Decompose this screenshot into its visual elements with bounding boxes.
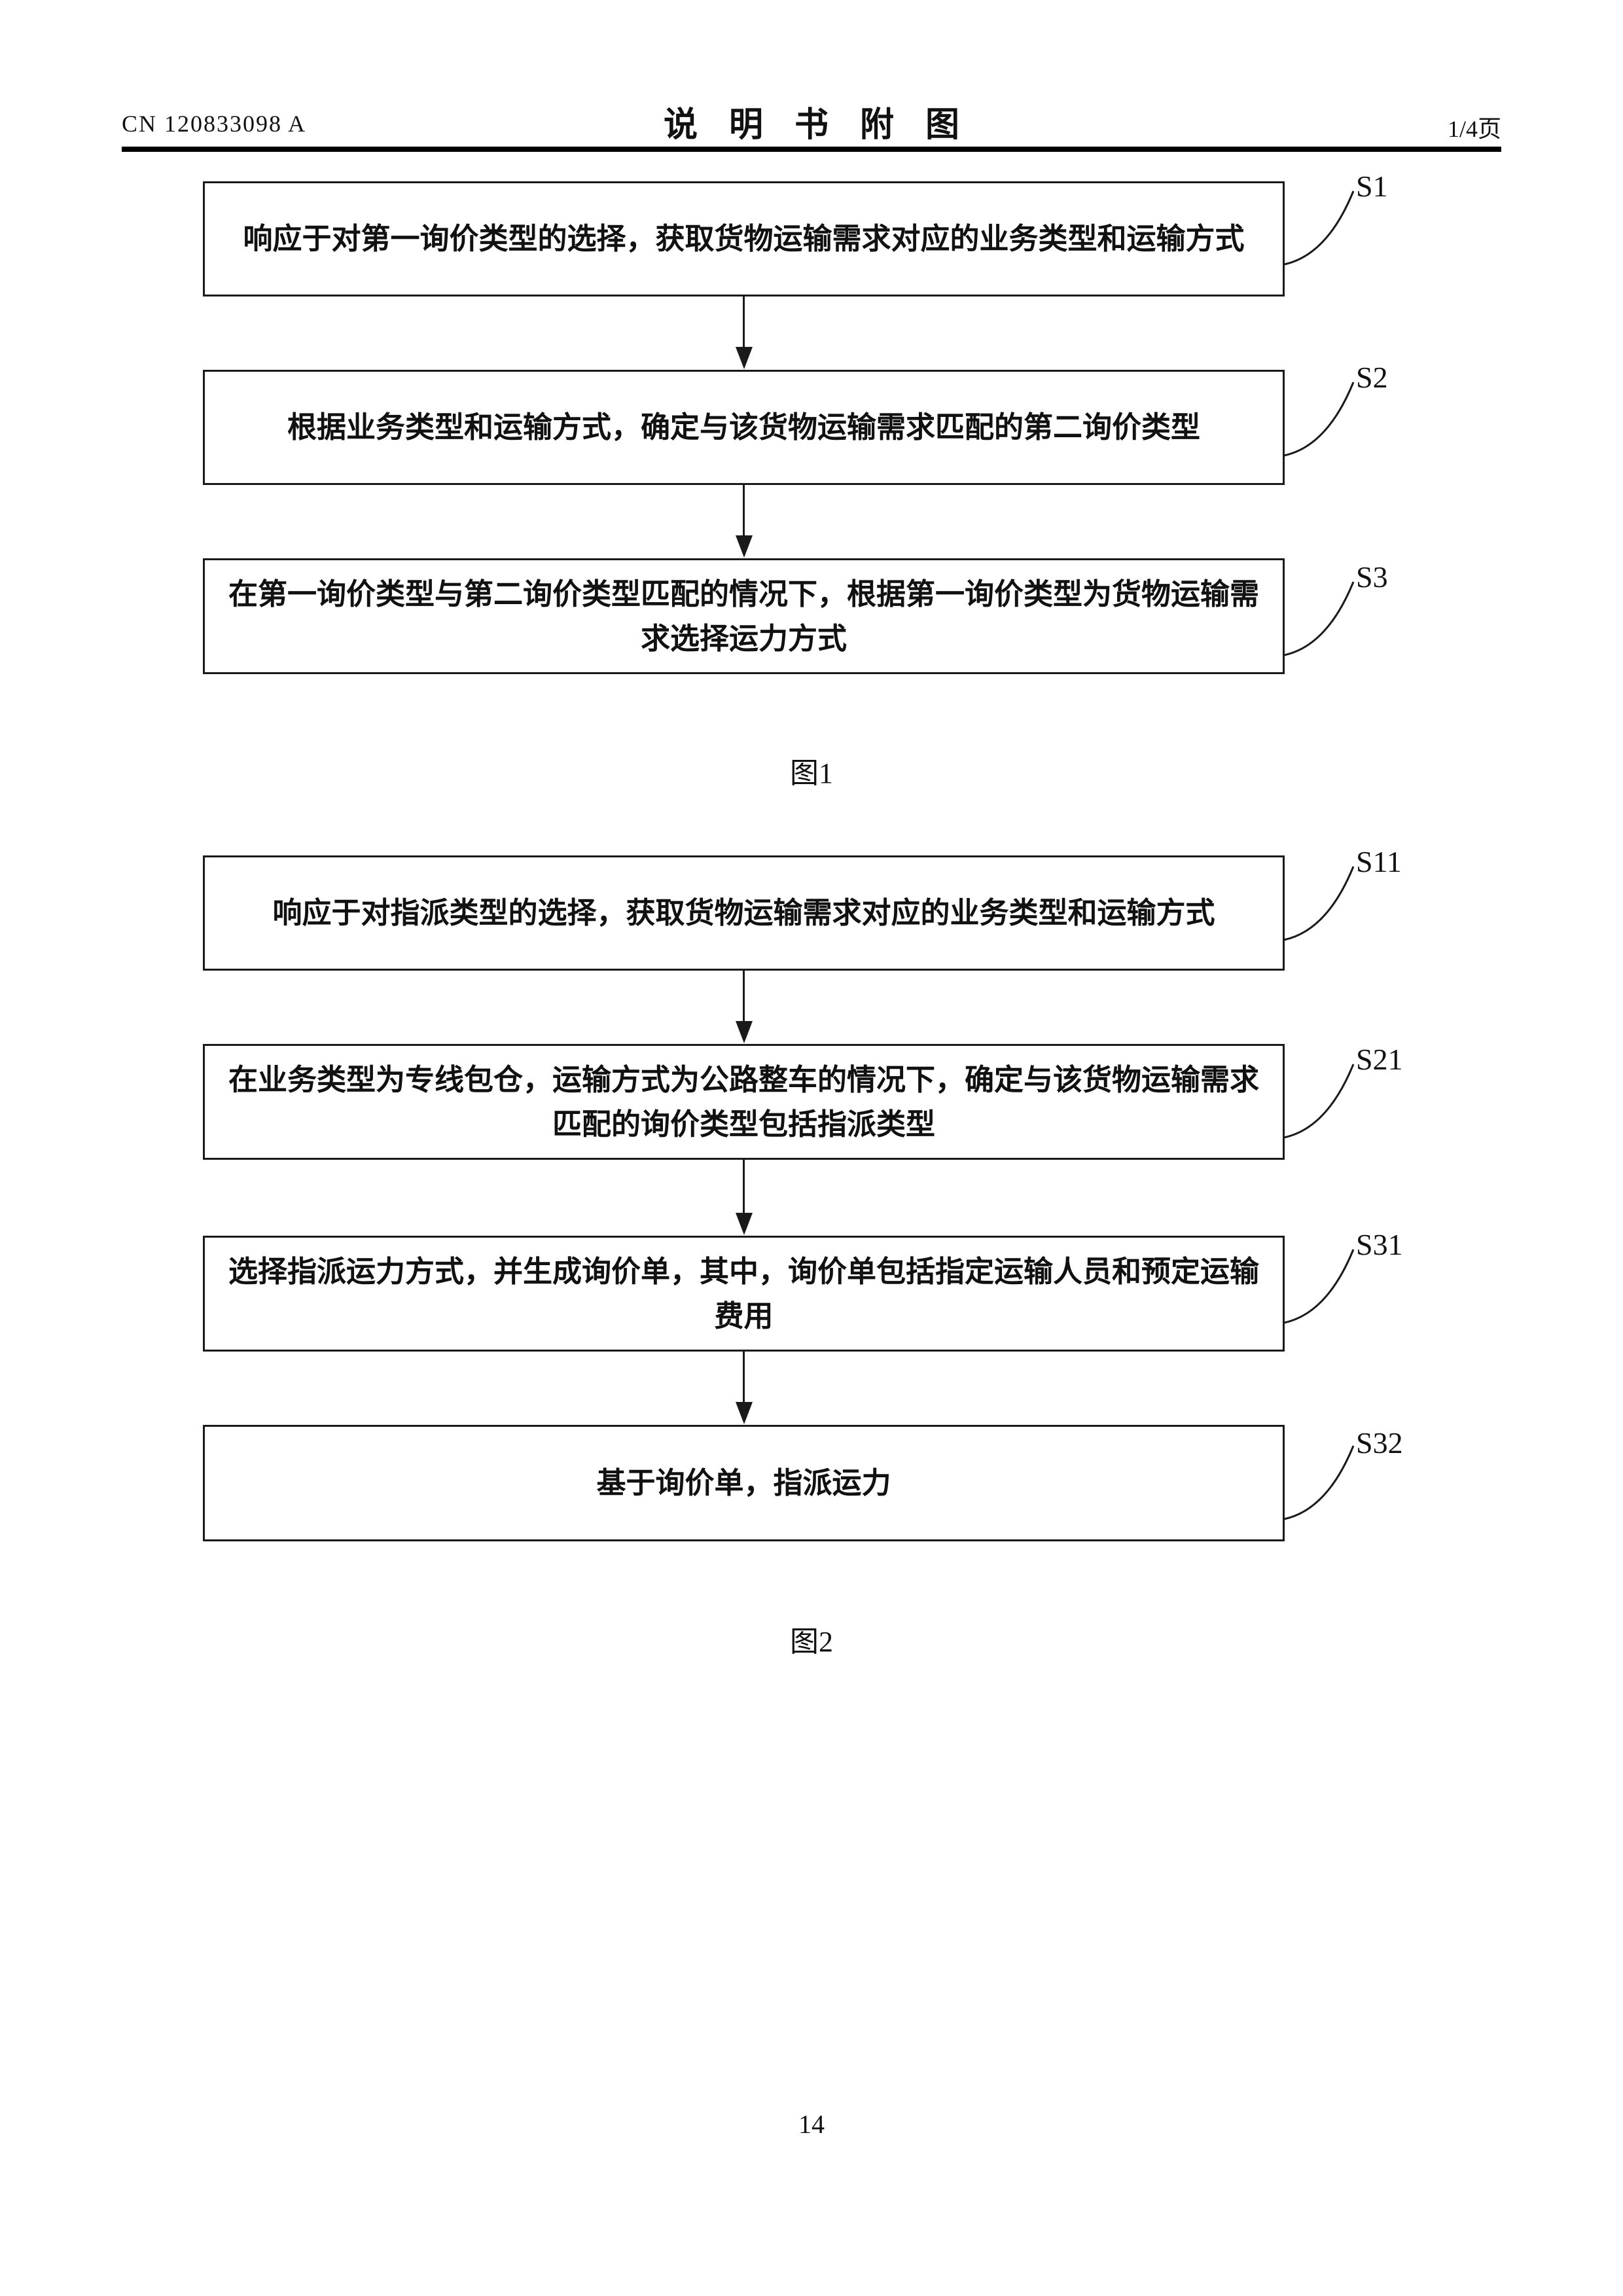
page-indicator: 1/4页 — [1447, 116, 1501, 142]
flowchart-step-s3: 在第一询价类型与第二询价类型匹配的情况下，根据第一询价类型为货物运输需求选择运力… — [203, 558, 1285, 674]
patent-number: CN 120833098 A — [122, 111, 307, 137]
arrow-head — [735, 1213, 753, 1235]
step-label-s11: S11 — [1356, 845, 1402, 878]
flow-arrow — [735, 1160, 753, 1235]
connector-line-s3 — [1283, 581, 1355, 656]
connector-line-s21 — [1283, 1064, 1355, 1139]
step-label-s2: S2 — [1356, 361, 1388, 394]
flowchart-step-s32: 基于询价单，指派运力 — [203, 1425, 1285, 1541]
page-number: 14 — [798, 2109, 825, 2139]
figure1-caption: 图1 — [790, 757, 833, 789]
arrow-head — [735, 347, 753, 369]
figure2-caption: 图2 — [790, 1626, 833, 1658]
flow-arrow — [735, 296, 753, 369]
page-title: 说明书附图 — [663, 107, 991, 144]
connector-line-s32 — [1283, 1445, 1355, 1520]
header-rule — [122, 147, 1501, 152]
flowchart-step-s31: 选择指派运力方式，并生成询价单，其中，询价单包括指定运输人员和预定运输费用 — [203, 1236, 1285, 1352]
step-label-s31: S31 — [1356, 1228, 1403, 1261]
step-label-s21: S21 — [1356, 1043, 1403, 1076]
connector-line-s31 — [1283, 1249, 1355, 1324]
flow-arrow — [735, 1352, 753, 1424]
connector-line-s1 — [1283, 190, 1355, 266]
flow-arrow — [735, 971, 753, 1043]
step-label-s1: S1 — [1356, 170, 1388, 203]
arrow-head — [735, 1402, 753, 1424]
flow-arrow — [735, 485, 753, 558]
connector-line-s11 — [1283, 866, 1355, 941]
flowchart-step-s1: 响应于对第一询价类型的选择，获取货物运输需求对应的业务类型和运输方式 — [203, 181, 1285, 296]
step-label-s3: S3 — [1356, 560, 1388, 594]
step-label-s32: S32 — [1356, 1426, 1403, 1460]
connector-line-s2 — [1283, 382, 1355, 457]
flowchart-step-s2: 根据业务类型和运输方式，确定与该货物运输需求匹配的第二询价类型 — [203, 370, 1285, 485]
flowchart-step-s11: 响应于对指派类型的选择，获取货物运输需求对应的业务类型和运输方式 — [203, 855, 1285, 971]
arrow-head — [735, 535, 753, 558]
arrow-head — [735, 1021, 753, 1043]
flowchart-step-s21: 在业务类型为专线包仓，运输方式为公路整车的情况下，确定与该货物运输需求匹配的询价… — [203, 1044, 1285, 1160]
